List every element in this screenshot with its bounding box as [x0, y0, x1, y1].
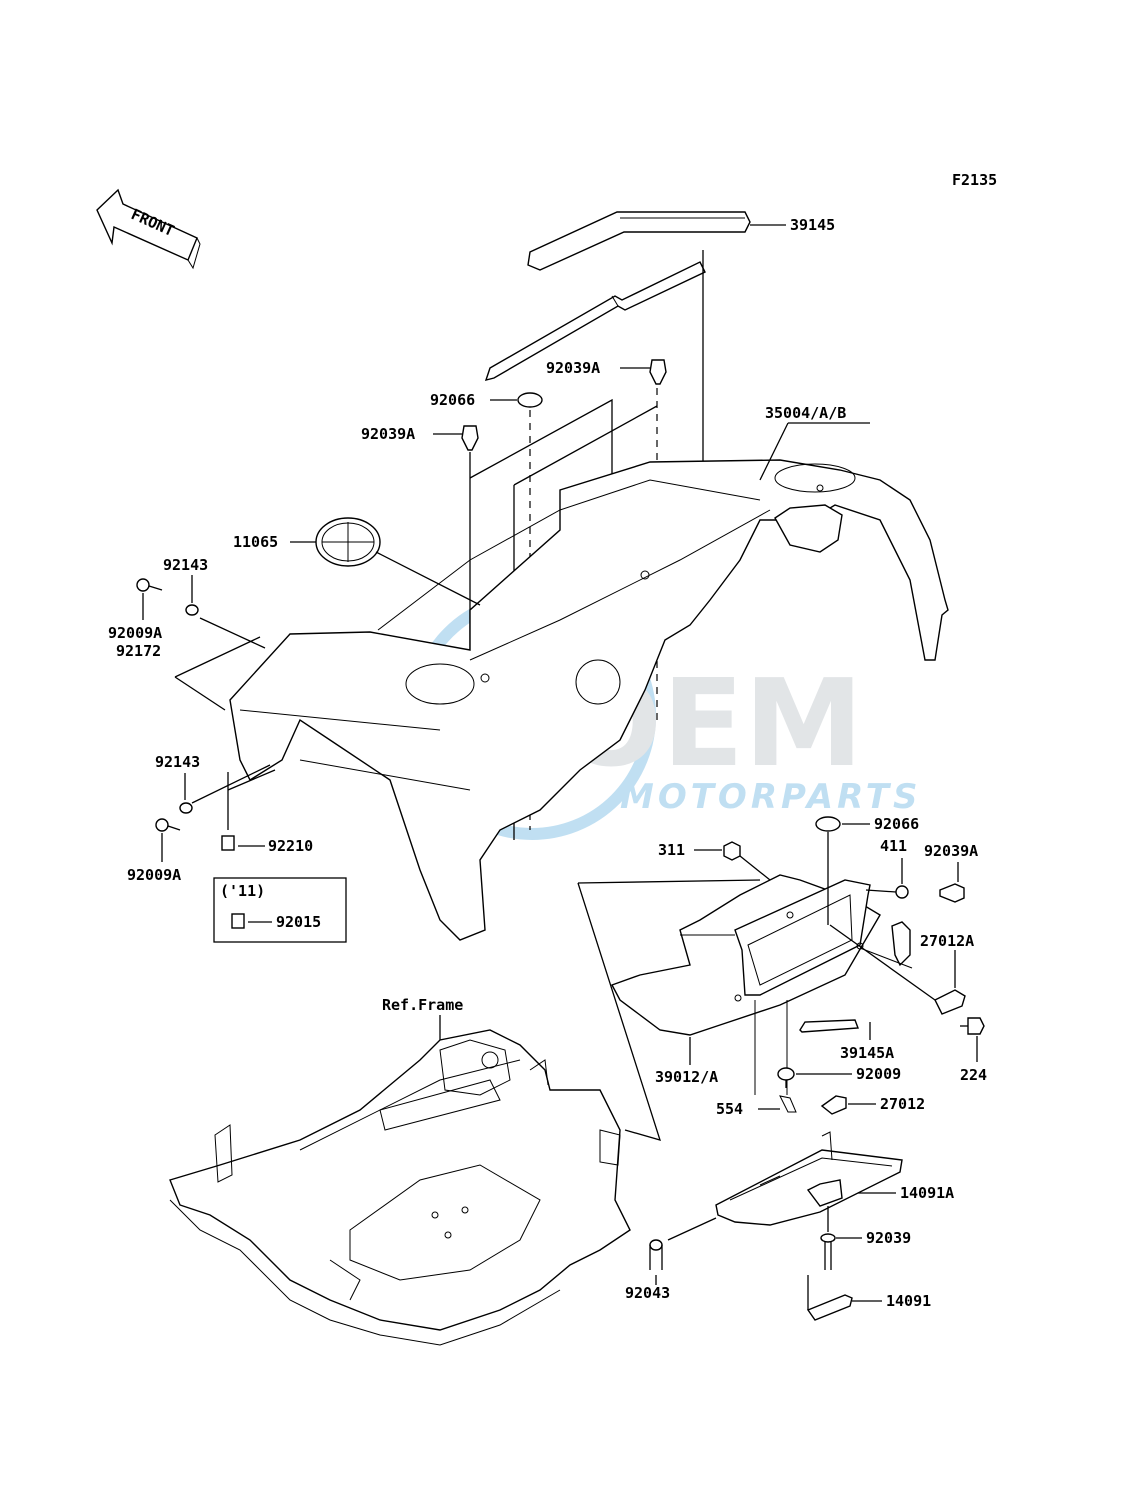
trim-strip-39145: [484, 211, 751, 381]
label-39145: 39145: [790, 216, 835, 234]
cap-92066-right: [815, 816, 841, 832]
label-92066-right: 92066: [874, 815, 919, 833]
washer-92143-bottom: [179, 802, 193, 814]
label-92009A-bottom: 92009A: [127, 866, 181, 884]
rear-fender-35004: [229, 459, 949, 941]
label-92015: 92015: [276, 913, 321, 931]
label-92039A-right: 92039A: [924, 842, 978, 860]
label-14091A: 14091A: [900, 1184, 954, 1202]
label-14091: 14091: [886, 1292, 931, 1310]
label-92066-top: 92066: [430, 391, 475, 409]
label-311: 311: [658, 841, 685, 859]
hinge-14091: [806, 1294, 853, 1321]
label-92009: 92009: [856, 1065, 901, 1083]
latch-27012A: [934, 989, 966, 1015]
clip-92039A-top: [649, 359, 667, 385]
clip-nut-92015: [231, 913, 245, 929]
label-411: 411: [880, 837, 907, 855]
pin-554: [779, 1095, 797, 1113]
label-39145A: 39145A: [840, 1044, 894, 1062]
label-92009A-top: 92009A: [108, 624, 162, 642]
bolt-92009A-top: [136, 578, 163, 592]
label-224: 224: [960, 1066, 987, 1084]
label-11065: 11065: [233, 533, 278, 551]
cap-92066-top: [517, 392, 543, 408]
label-27012: 27012: [880, 1095, 925, 1113]
bolt-92009A-bottom: [155, 818, 181, 832]
label-35004: 35004/A/B: [765, 404, 846, 422]
front-arrow-icon: FRONT: [96, 188, 201, 270]
label-year-note: ('11): [220, 882, 265, 900]
frame-ref: [169, 1029, 631, 1346]
label-92039A-top: 92039A: [546, 359, 600, 377]
nut-311: [723, 841, 741, 861]
label-92039: 92039: [866, 1229, 911, 1247]
storage-box-39012: [611, 874, 881, 1036]
year-note-box: [213, 877, 347, 943]
label-92043: 92043: [625, 1284, 670, 1302]
watermark-sub: MOTORPARTS: [620, 777, 921, 817]
rivet-92039: [820, 1233, 836, 1270]
bolt-92009: [777, 1067, 795, 1088]
screw-224: [967, 1017, 985, 1035]
label-92210: 92210: [268, 837, 313, 855]
reflector-11065: [315, 517, 381, 567]
label-92143-bottom: 92143: [155, 753, 200, 771]
label-92143-top: 92143: [163, 556, 208, 574]
pin-92043: [649, 1239, 663, 1270]
label-92039A-left: 92039A: [361, 425, 415, 443]
label-27012A: 27012A: [920, 932, 974, 950]
label-554: 554: [716, 1100, 743, 1118]
label-ref-frame: Ref.Frame: [382, 996, 463, 1014]
clip-92039A-right: [939, 883, 965, 903]
latch-27012: [820, 1095, 847, 1115]
lid-14091A: [715, 1131, 903, 1226]
washer-92143-top: [185, 604, 199, 616]
washer-411: [895, 885, 909, 899]
diagram-code: F2135: [952, 171, 997, 189]
trim-strip-39145A: [799, 921, 913, 1033]
clip-nut-92210: [221, 835, 235, 851]
clip-92039A-left: [461, 425, 479, 451]
label-39012: 39012/A: [655, 1068, 718, 1086]
label-92172: 92172: [116, 642, 161, 660]
